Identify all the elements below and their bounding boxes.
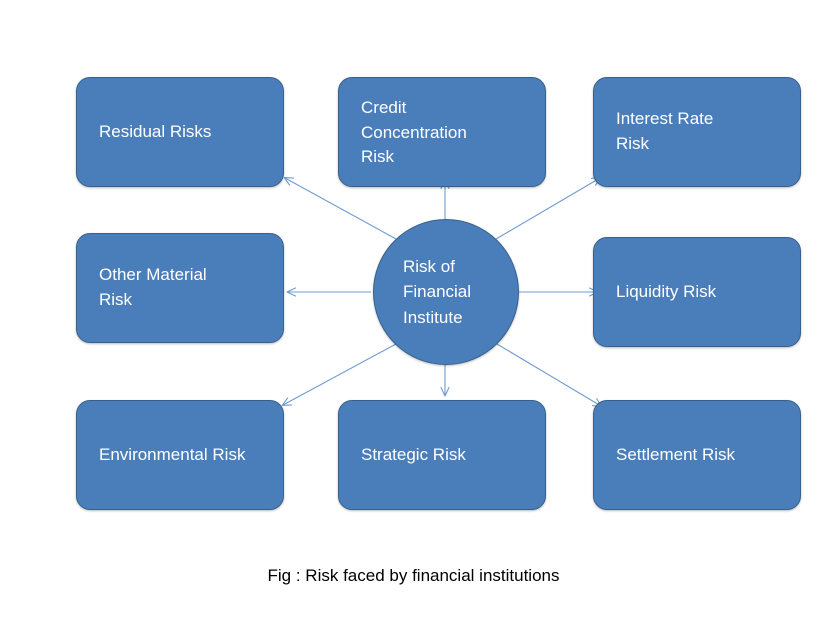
arrow-to-residual-risks bbox=[283, 176, 397, 240]
node-interest-rate-risk-label: Interest Rate Risk bbox=[616, 109, 714, 153]
node-strategic-risk[interactable]: Strategic Risk bbox=[338, 400, 546, 510]
node-strategic-risk-label: Strategic Risk bbox=[361, 444, 466, 464]
node-environmental-risk[interactable]: Environmental Risk bbox=[76, 400, 284, 510]
node-other-material-risk[interactable]: Other Material Risk bbox=[76, 233, 284, 343]
node-liquidity-risk-label: Liquidity Risk bbox=[616, 281, 717, 301]
node-other-material-risk-label: Other Material Risk bbox=[99, 265, 207, 309]
node-credit-concentration-risk-label: Credit Concentration Risk bbox=[361, 98, 467, 167]
arrow-to-interest-rate-risk bbox=[495, 176, 602, 240]
node-residual-risks[interactable]: Residual Risks bbox=[76, 77, 284, 187]
arrow-to-settlement-risk bbox=[496, 343, 603, 408]
figure-caption: Fig : Risk faced by financial institutio… bbox=[267, 566, 560, 585]
node-environmental-risk-label: Environmental Risk bbox=[99, 444, 246, 464]
node-settlement-risk[interactable]: Settlement Risk bbox=[593, 400, 801, 510]
node-liquidity-risk[interactable]: Liquidity Risk bbox=[593, 237, 801, 347]
arrow-to-environmental-risk bbox=[281, 343, 397, 407]
node-residual-risks-label: Residual Risks bbox=[99, 121, 212, 141]
center-node-risk-of-financial-institute[interactable]: Risk of Financial Institute bbox=[373, 219, 519, 365]
node-interest-rate-risk[interactable]: Interest Rate Risk bbox=[593, 77, 801, 187]
center-node-label: Risk of Financial Institute bbox=[403, 256, 472, 327]
node-settlement-risk-label: Settlement Risk bbox=[616, 444, 736, 464]
node-credit-concentration-risk[interactable]: Credit Concentration Risk bbox=[338, 77, 546, 187]
